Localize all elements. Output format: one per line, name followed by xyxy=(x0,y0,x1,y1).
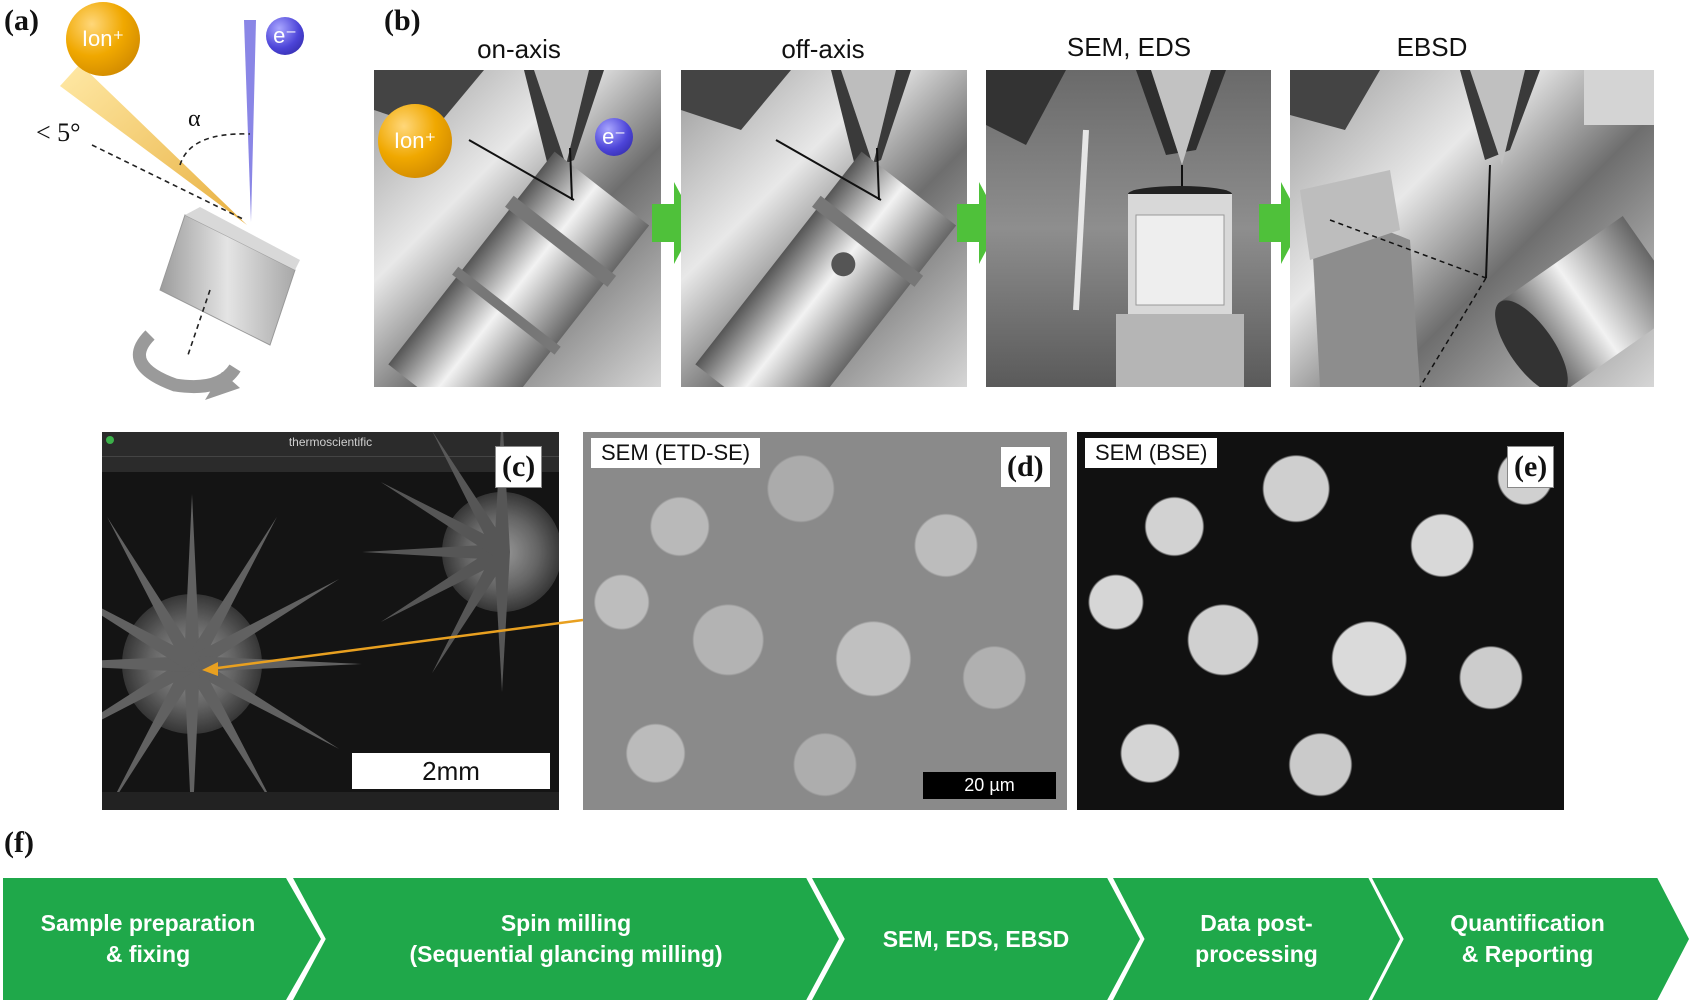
alpha-label: α xyxy=(188,106,201,132)
panel-d-label: (d) xyxy=(1000,446,1051,488)
process-step-4: Data post- processing xyxy=(1113,878,1400,1000)
panel-f-label: (f) xyxy=(4,826,34,859)
scale-bar-20um: 20 µm xyxy=(923,772,1056,799)
sem-etd-se-tag: SEM (ETD-SE) xyxy=(591,438,761,468)
panel-c-label: (c) xyxy=(495,446,543,488)
process-step-5-label: Quantification & Reporting xyxy=(1450,910,1605,967)
panel-b-label: (b) xyxy=(384,4,421,37)
panel-e-label: (e) xyxy=(1507,446,1555,488)
scale-bar-2mm: 2mm xyxy=(352,753,550,789)
process-step-4-label: Data post- processing xyxy=(1195,910,1318,967)
panel-a-schematic xyxy=(60,20,300,400)
panel-d-sem-image: SEM (ETD-SE) 20 µm xyxy=(583,432,1067,810)
col-title-ebsd: EBSD xyxy=(1396,32,1468,62)
app-titlebar: thermoscientific xyxy=(102,432,559,472)
electron-ball-icon-b: e⁻ xyxy=(595,118,633,156)
process-step-1: Sample preparation & fixing xyxy=(3,878,321,1000)
panel-e-sem-image: SEM (BSE) xyxy=(1077,432,1564,810)
photo-ebsd xyxy=(1290,70,1654,387)
panel-a-label: (a) xyxy=(4,4,39,37)
pointer-arrow xyxy=(202,618,584,676)
electron-beam xyxy=(244,20,256,222)
ion-ball-icon: Ion⁺ xyxy=(66,2,140,76)
col-title-sem-eds: SEM, EDS xyxy=(1066,32,1192,62)
angle-label: < 5° xyxy=(36,118,81,147)
col-title-on-axis: on-axis xyxy=(477,34,561,64)
ion-ball-icon-b: Ion⁺ xyxy=(378,104,452,178)
sem-bse-tag: SEM (BSE) xyxy=(1085,438,1218,468)
photo-off-axis xyxy=(681,70,967,387)
process-step-2-label: Spin milling (Sequential glancing millin… xyxy=(409,910,723,967)
process-step-3-label: SEM, EDS, EBSD xyxy=(882,925,1070,952)
process-step-3: SEM, EDS, EBSD xyxy=(812,878,1140,1000)
process-step-2: Spin milling (Sequential glancing millin… xyxy=(293,878,839,1000)
process-step-5: Quantification & Reporting xyxy=(1372,878,1689,1000)
starburst-pattern xyxy=(102,432,559,810)
photo-sem-eds xyxy=(986,70,1271,387)
panel-c-screen: thermoscientific xyxy=(102,432,559,810)
electron-ball-icon: e⁻ xyxy=(266,17,304,55)
col-title-off-axis: off-axis xyxy=(781,34,865,64)
brand-logo: thermoscientific xyxy=(288,435,373,449)
ion-beam xyxy=(60,64,247,225)
process-step-1-label: Sample preparation & fixing xyxy=(40,910,256,967)
